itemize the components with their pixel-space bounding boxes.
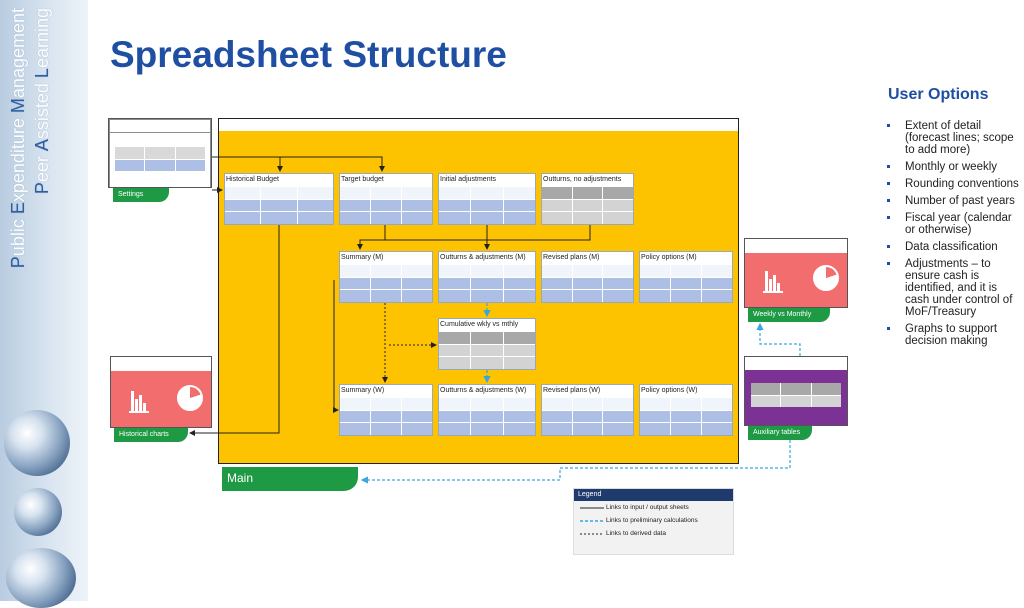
pie-chart-icon [813,265,839,291]
user-option-item: Fiscal year (calendar or otherwise) [883,212,1023,236]
summary-w-sheet[interactable]: Summary (W) [339,384,433,436]
pie-chart-icon [177,385,203,411]
auxiliary-tables-tab[interactable]: Auxiliary tables [748,426,812,440]
user-option-item: Rounding conventions [883,178,1023,190]
legend-swatches [580,507,604,535]
user-option-item: Number of past years [883,195,1023,207]
sidebar-text-pal: Peer Assisted Learning [32,8,52,195]
legend: Legend Links to input / output sheets Li… [573,488,734,555]
preliminary-link [756,322,801,356]
historical-charts-tab[interactable]: Historical charts [114,428,188,442]
auxiliary-tables-sheet[interactable] [744,356,848,426]
legend-item: Links to derived data [606,530,666,537]
cumulative-sheet[interactable]: Cumulative wkly vs mthly [438,318,536,370]
user-option-item: Adjustments – to ensure cash is identifi… [883,258,1023,318]
user-options-title: User Options [888,86,989,103]
page-title: Spreadsheet Structure [110,34,507,75]
policy-options-m-sheet[interactable]: Policy options (M) [639,251,733,303]
historical-budget-sheet[interactable]: Historical Budget [224,173,334,225]
legend-title: Legend [574,489,733,501]
main-tab[interactable]: Main [222,467,358,491]
legend-item: Links to input / output sheets [606,504,689,511]
settings-tab[interactable]: Settings [113,188,169,202]
historical-charts-sheet[interactable] [110,356,212,428]
target-budget-sheet[interactable]: Target budget [339,173,433,225]
policy-options-w-sheet[interactable]: Policy options (W) [639,384,733,436]
weekly-vs-monthly-tab[interactable]: Weekly vs Monthly [748,308,830,322]
weekly-vs-monthly-sheet[interactable] [744,238,848,308]
initial-adjustments-sheet[interactable]: Initial adjustments [438,173,536,225]
summary-m-sheet[interactable]: Summary (M) [339,251,433,303]
outturns-no-adjustments-sheet[interactable]: Outturns, no adjustments [541,173,634,225]
main-sheet-header [219,119,738,131]
outturns-adjustments-w-sheet[interactable]: Outturns & adjustments (W) [438,384,536,436]
user-option-item: Extent of detail (forecast lines; scope … [883,120,1023,156]
user-option-item: Monthly or weekly [883,161,1023,173]
revised-plans-w-sheet[interactable]: Revised plans (W) [541,384,634,436]
globe-image [6,548,76,608]
globe-image [4,410,70,476]
sidebar-text-pem: Public Expenditure Management [8,8,28,269]
revised-plans-m-sheet[interactable]: Revised plans (M) [541,251,634,303]
sidebar-banner: Public Expenditure Management Peer Assis… [0,0,88,608]
globe-image [14,488,62,536]
user-options-list: Extent of detail (forecast lines; scope … [883,120,1023,352]
user-option-item: Data classification [883,241,1023,253]
settings-sheet[interactable] [108,118,212,188]
outturns-adjustments-m-sheet[interactable]: Outturns & adjustments (M) [438,251,536,303]
legend-item: Links to preliminary calculations [606,517,698,524]
user-option-item: Graphs to support decision making [883,323,1023,347]
